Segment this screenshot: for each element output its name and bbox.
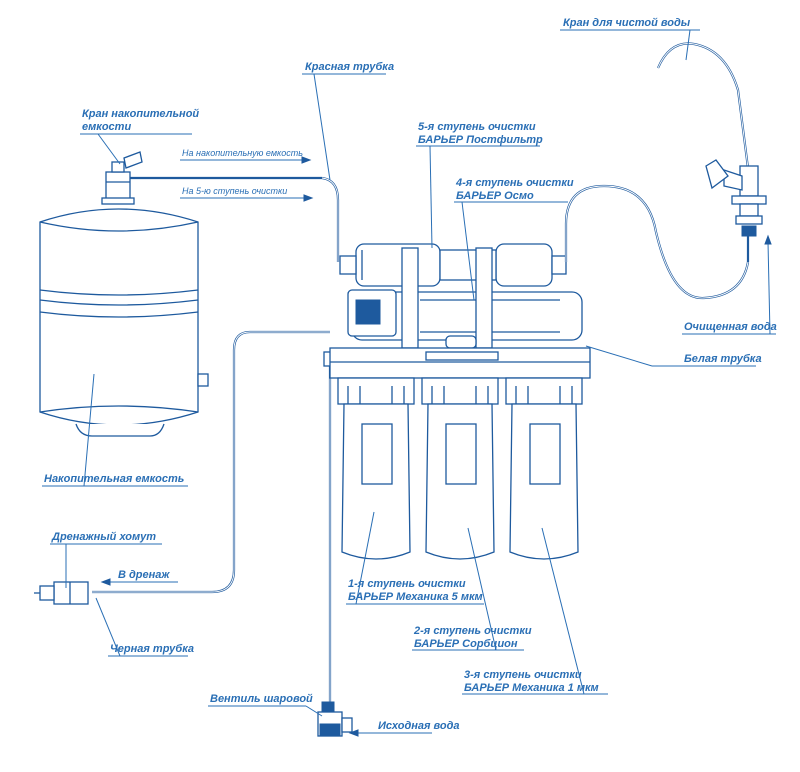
label-red-tube: Красная трубка bbox=[305, 61, 394, 73]
flow-arrows bbox=[100, 156, 772, 737]
source-water-line bbox=[323, 351, 337, 712]
label-source-water: Исходная вода bbox=[378, 720, 460, 732]
clean-water-faucet bbox=[656, 42, 767, 262]
filter-unit bbox=[329, 243, 591, 379]
label-stage4-2: БАРЬЕР Осмо bbox=[456, 190, 534, 202]
black-tube bbox=[92, 330, 330, 594]
label-stage3-1: 3-я ступень очистки bbox=[464, 669, 582, 681]
label-tank-valve-1: Кран накопительной bbox=[82, 108, 199, 120]
label-tank: Накопительная емкость bbox=[44, 473, 184, 485]
label-to-drain: В дренаж bbox=[118, 569, 170, 581]
label-white-tube: Белая трубка bbox=[684, 353, 762, 365]
label-drain-clamp: Дренажный хомут bbox=[51, 531, 156, 543]
pointer-lines bbox=[42, 29, 776, 734]
red-tube bbox=[321, 176, 340, 262]
label-black-tube: Черная трубка bbox=[110, 643, 194, 655]
label-stage1-2: БАРЬЕР Механика 5 мкм bbox=[348, 591, 483, 603]
ball-valve bbox=[317, 701, 353, 737]
label-ball-valve: Вентиль шаровой bbox=[210, 693, 313, 705]
label-to-stage5: На 5-ю ступень очистки bbox=[182, 186, 287, 196]
drain-clamp bbox=[34, 581, 89, 605]
label-stage3-2: БАРЬЕР Механика 1 мкм bbox=[464, 682, 599, 694]
label-stage1-1: 1-я ступень очистки bbox=[348, 578, 466, 590]
label-tank-valve-2: емкости bbox=[82, 121, 131, 133]
filter-housing-1 bbox=[337, 377, 415, 560]
label-to-tank: На накопительную емкость bbox=[182, 148, 303, 158]
label-clean-faucet: Кран для чистой воды bbox=[563, 17, 691, 29]
label-purified-water: Очищенная вода bbox=[684, 321, 777, 333]
storage-tank bbox=[39, 151, 322, 437]
label-stage5-1: 5-я ступень очистки bbox=[418, 121, 536, 133]
label-stage2-2: БАРЬЕР Сорбцион bbox=[414, 638, 518, 650]
label-stage2-1: 2-я ступень очистки bbox=[413, 625, 532, 637]
filter-housing-2 bbox=[421, 377, 499, 560]
label-stage4-1: 4-я ступень очистки bbox=[455, 177, 574, 189]
label-stage5-2: БАРЬЕР Постфильтр bbox=[418, 134, 543, 146]
white-tube bbox=[564, 184, 750, 300]
labels: Кран для чистой воды Красная трубка Кран… bbox=[44, 17, 777, 732]
filter-housing-3 bbox=[505, 377, 583, 560]
